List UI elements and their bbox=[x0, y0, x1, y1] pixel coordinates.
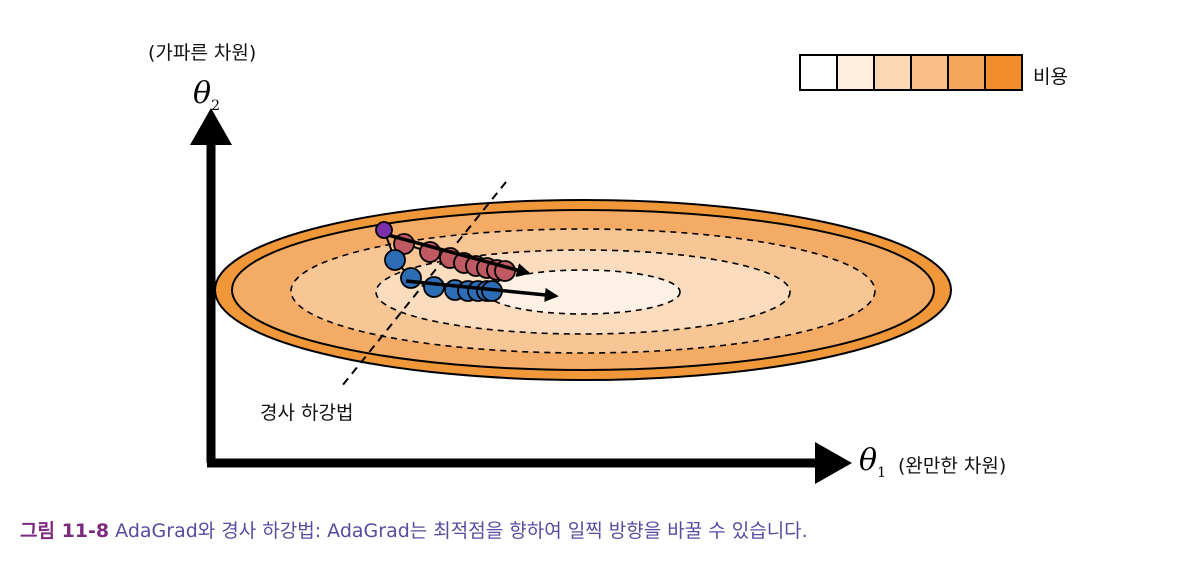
legend-cost-label: 비용 bbox=[1033, 66, 1068, 88]
cost-legend bbox=[799, 54, 1023, 91]
y-dimension-label: (가파른 차원) bbox=[148, 42, 257, 64]
adagrad-point bbox=[423, 276, 445, 298]
y-axis-arrowhead bbox=[190, 108, 232, 145]
adagrad-final-arrow bbox=[405, 279, 559, 302]
axes bbox=[190, 108, 852, 484]
gradient-descent-label: 경사 하강법 bbox=[260, 402, 354, 424]
y-axis-symbol: θ2 bbox=[193, 76, 220, 114]
gd-final-arrow bbox=[387, 233, 531, 277]
x-dimension-label: (완만한 차원) bbox=[898, 455, 1007, 477]
x-axis-symbol: θ1 bbox=[859, 443, 886, 481]
caption-number: 그림 11-8 bbox=[20, 520, 110, 542]
legend-box bbox=[984, 54, 1023, 91]
legend-box bbox=[947, 54, 986, 91]
legend-box bbox=[836, 54, 875, 91]
x-axis-arrowhead bbox=[815, 442, 852, 484]
start-point bbox=[375, 221, 393, 239]
caption-text: AdaGrad와 경사 하강법: AdaGrad는 최적점을 향하여 일찍 방향… bbox=[109, 520, 808, 542]
adagrad-point bbox=[400, 267, 422, 289]
adagrad-point bbox=[384, 249, 406, 271]
contour-center bbox=[485, 269, 681, 315]
legend-box bbox=[799, 54, 838, 91]
figure-caption: 그림 11-8 AdaGrad와 경사 하강법: AdaGrad는 최적점을 향… bbox=[20, 516, 808, 543]
legend-box bbox=[873, 54, 912, 91]
legend-box bbox=[910, 54, 949, 91]
cost-contours bbox=[214, 199, 952, 381]
